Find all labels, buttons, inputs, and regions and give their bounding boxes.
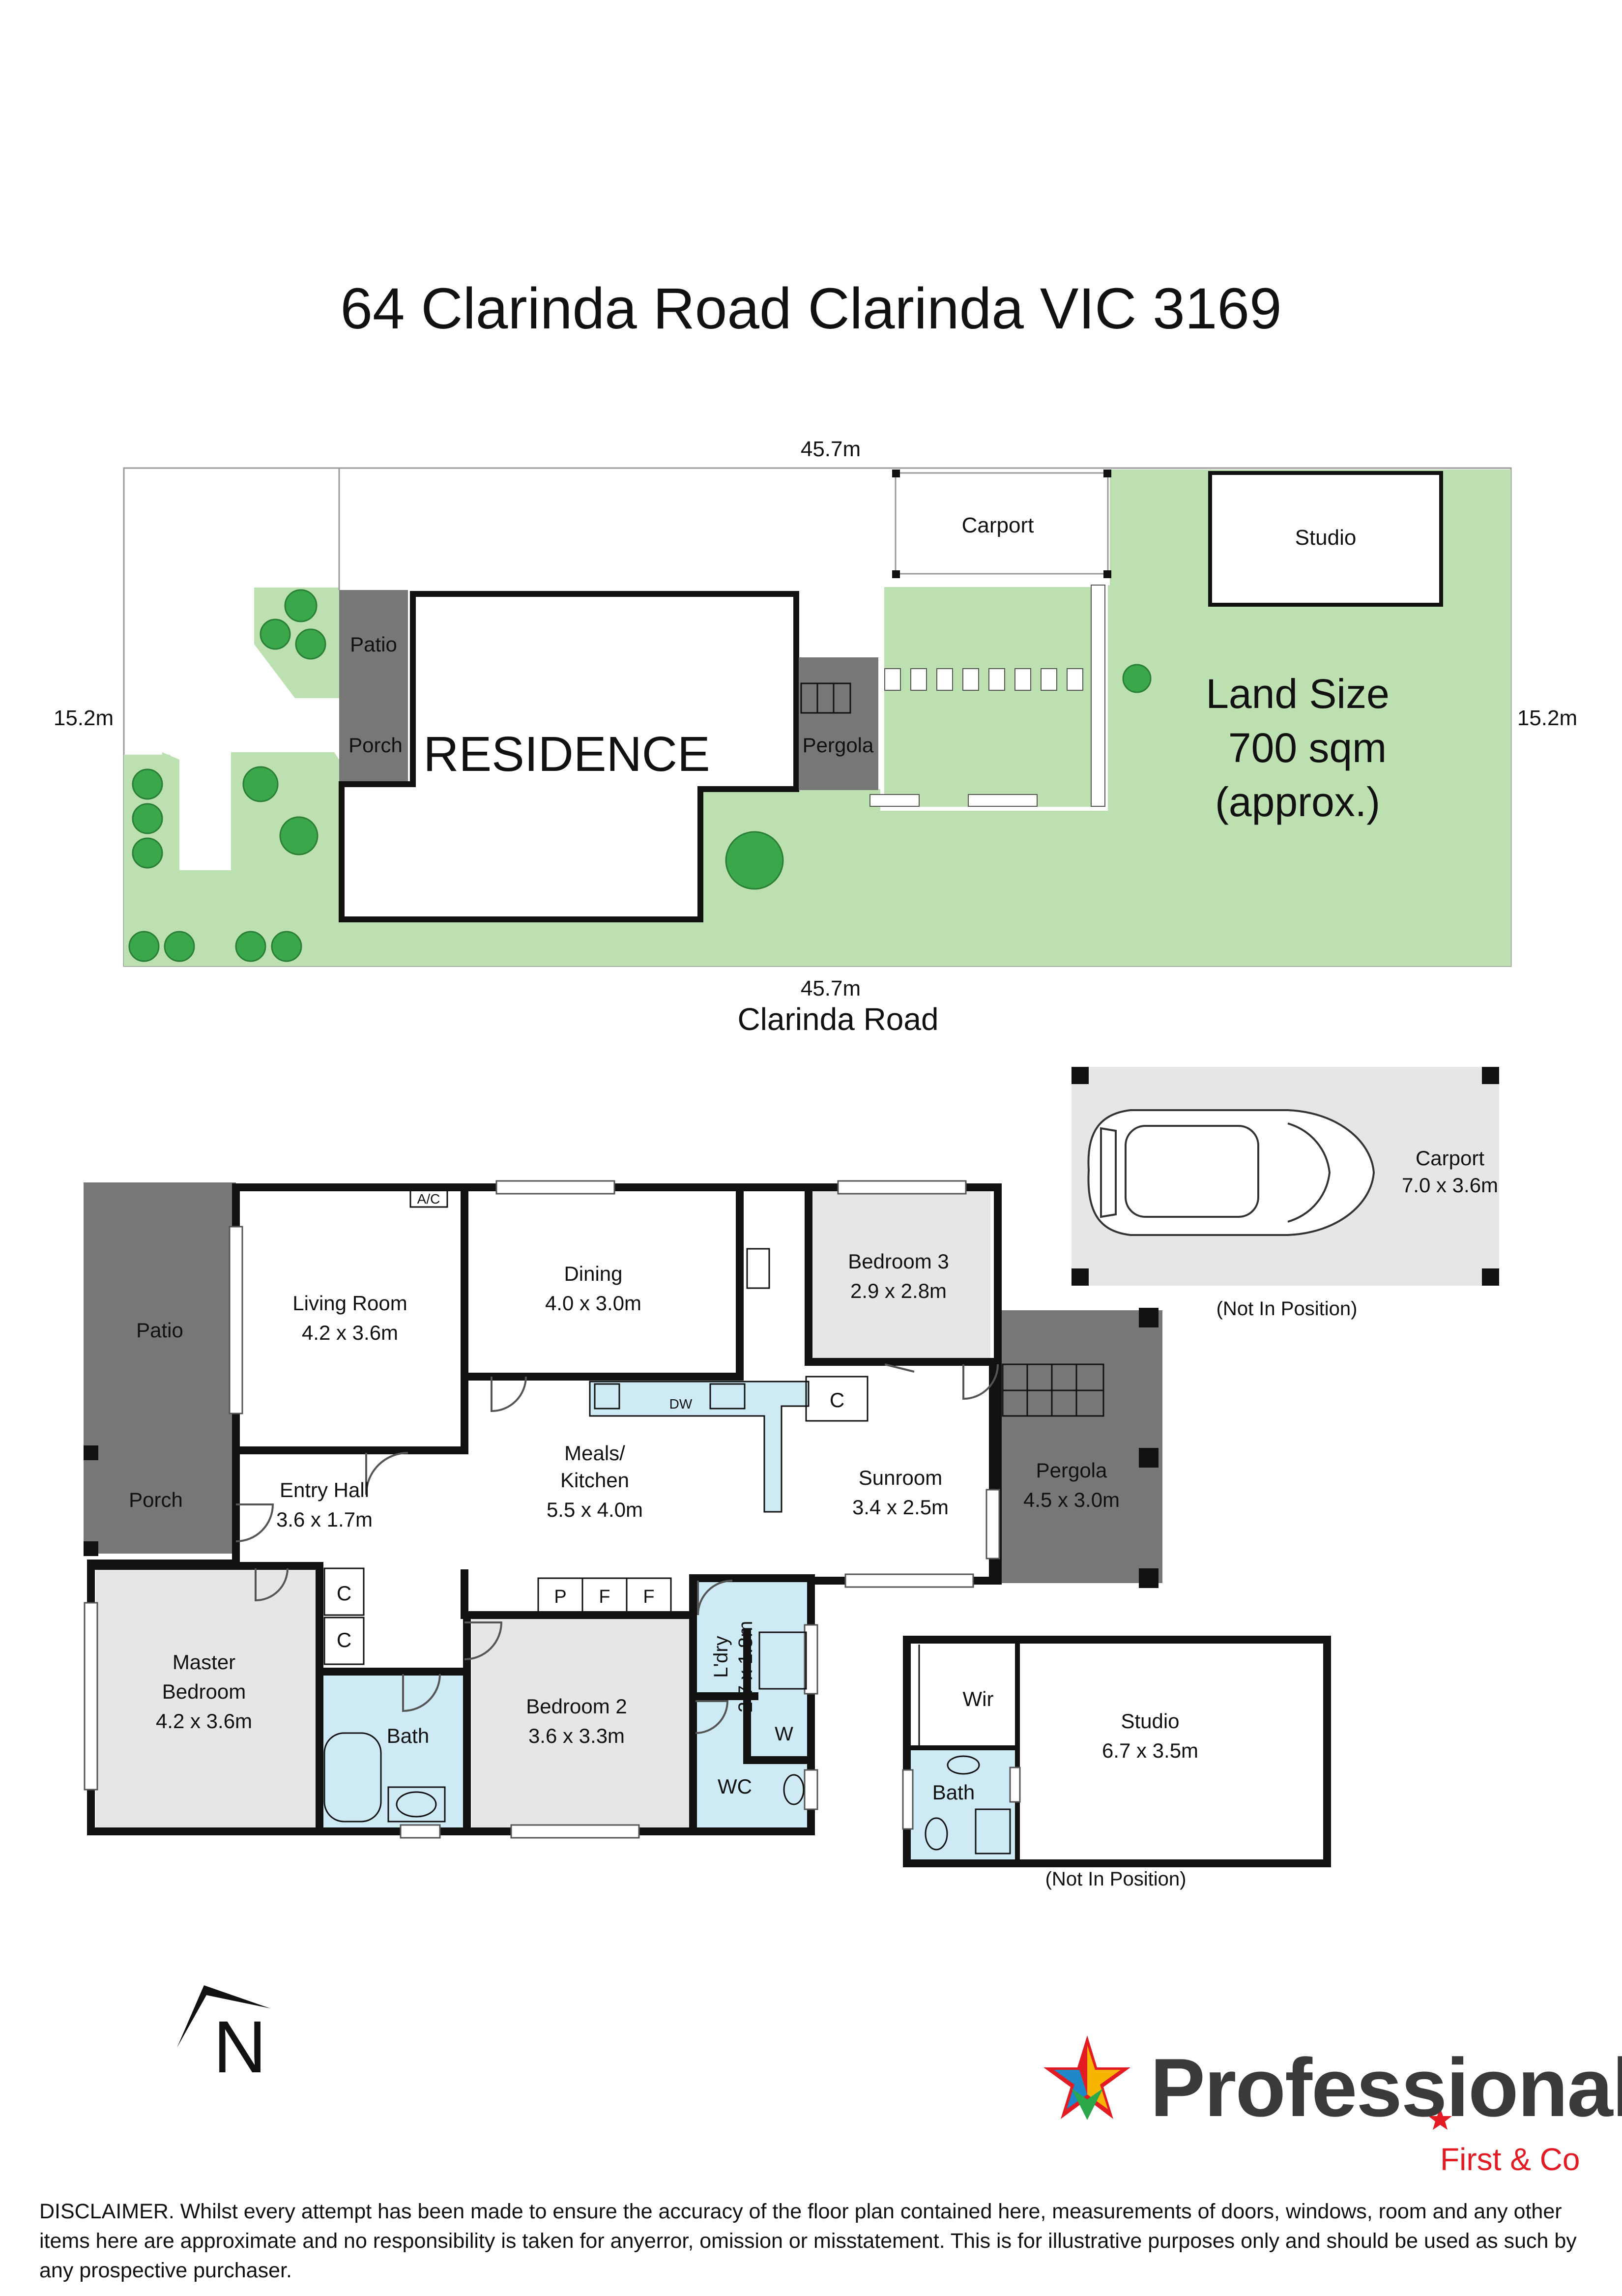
cupboard-label: C: [337, 1582, 351, 1605]
pantry-label: P: [554, 1587, 566, 1607]
kitchen-bench: [589, 1381, 810, 1513]
studio-note: (Not In Position): [1045, 1868, 1187, 1890]
laundry-floor: [695, 1581, 809, 1829]
bath-label: Bath: [387, 1724, 429, 1747]
site-porch-label: Porch: [348, 734, 403, 757]
carport-note: (Not In Position): [1216, 1298, 1358, 1320]
disclaimer-text: DISCLAIMER. Whilst every attempt has bee…: [39, 2200, 1577, 2282]
windows: [84, 1180, 1000, 1839]
site-patio-label: Patio: [350, 633, 397, 656]
laundry-dimensions: 2.7 x 1.8m: [735, 1621, 756, 1713]
porch-label: Porch: [129, 1488, 183, 1511]
kitchen-dimensions: 5.5 x 4.0m: [547, 1498, 643, 1521]
cupboard-label: C: [830, 1388, 844, 1412]
porch-area: [84, 1448, 236, 1554]
entry-hall-dimensions: 3.6 x 1.7m: [276, 1508, 373, 1531]
site-residence-label: RESIDENCE: [423, 727, 710, 782]
site-patio: [339, 590, 408, 728]
studio-name: Studio: [1121, 1709, 1179, 1733]
dining-name: Dining: [564, 1262, 622, 1285]
professionals-logo-icon: [1043, 2035, 1452, 2130]
wc-label: WC: [718, 1775, 752, 1798]
site-right-dimension: 15.2m: [1517, 706, 1577, 730]
pergola-name: Pergola: [1036, 1459, 1107, 1482]
bedroom2-dimensions: 3.6 x 3.3m: [528, 1724, 625, 1747]
car-icon: [1087, 1109, 1375, 1236]
master-bedroom-floor: [96, 1566, 317, 1829]
site-studio-label: Studio: [1295, 526, 1357, 550]
studio-dimensions: 6.7 x 3.5m: [1102, 1739, 1198, 1762]
site-studio: [1208, 471, 1443, 607]
site-bottom-dimension: 45.7m: [801, 976, 861, 1001]
land-size-label: Land Size: [1206, 671, 1390, 717]
carport-dimensions: 7.0 x 3.6m: [1402, 1174, 1498, 1197]
walk-in-robe-label: Wir: [963, 1687, 994, 1710]
site-carport: [895, 472, 1109, 575]
ac-label: A/C: [417, 1191, 440, 1207]
laundry-name: L'dry: [710, 1636, 732, 1678]
site-lawn: [124, 470, 1511, 966]
bedroom2-floor: [472, 1618, 693, 1829]
site-left-dimension: 15.2m: [54, 706, 114, 730]
entry-hall-name: Entry Hall: [280, 1478, 369, 1501]
north-compass: N: [177, 1985, 270, 2088]
street-name: Clarinda Road: [737, 1001, 938, 1037]
brand-subtitle: First & Co: [1440, 2142, 1580, 2177]
kitchen-name-line2: Kitchen: [560, 1469, 629, 1492]
master-bedroom-name-line1: Master: [173, 1650, 235, 1674]
fridge-label: F: [599, 1587, 610, 1607]
master-bedroom-name-line2: Bedroom: [162, 1680, 246, 1703]
living-room-dimensions: 4.2 x 3.6m: [302, 1321, 398, 1344]
compass-north-label: N: [213, 2005, 266, 2088]
site-porch: [339, 728, 408, 782]
site-pergola-label: Pergola: [803, 734, 874, 757]
bedroom3-floor: [809, 1190, 990, 1359]
doors: [235, 1363, 999, 1734]
dining-dimensions: 4.0 x 3.0m: [545, 1292, 641, 1315]
bedroom3-dimensions: 2.9 x 2.8m: [850, 1279, 947, 1302]
site-trees: [128, 589, 1152, 962]
carport-name: Carport: [1416, 1147, 1484, 1170]
living-room-name: Living Room: [292, 1292, 407, 1315]
patio-area: [84, 1182, 236, 1448]
carport-plan: Carport 7.0 x 3.6m (Not In Position): [1072, 1067, 1499, 1320]
patio-label: Patio: [136, 1319, 183, 1342]
wardrobe-label: W: [775, 1723, 793, 1745]
studio-bath-label: Bath: [932, 1781, 975, 1804]
site-carport-label: Carport: [962, 513, 1034, 537]
kitchen-name-line1: Meals/: [564, 1442, 625, 1465]
bedroom2-name: Bedroom 2: [526, 1695, 627, 1718]
bath-floor: [323, 1674, 463, 1829]
fridge-label: F: [643, 1587, 654, 1607]
dishwasher-label: DW: [669, 1396, 693, 1412]
brand-name: Professionals: [1150, 2041, 1622, 2134]
house-floor-plan: Patio Porch Living Room 4.2 x 3.6m A/C D…: [84, 1180, 1162, 1839]
sunroom-name: Sunroom: [859, 1466, 942, 1489]
site-top-dimension: 45.7m: [801, 437, 861, 461]
pergola-dimensions: 4.5 x 3.0m: [1023, 1488, 1120, 1511]
north-arrow-icon: [177, 1985, 270, 2048]
sunroom-dimensions: 3.4 x 2.5m: [852, 1496, 949, 1519]
site-residence: [339, 591, 799, 922]
land-size-value: 700 sqm: [1228, 725, 1387, 771]
site-plan: Carport Studio Patio Porch RESIDENCE Per…: [54, 437, 1577, 1037]
site-pergola: [799, 657, 878, 790]
land-size-approx: (approx.): [1215, 779, 1380, 825]
master-bedroom-dimensions: 4.2 x 3.6m: [156, 1709, 252, 1733]
pergola-area: [995, 1310, 1162, 1583]
page-title: 64 Clarinda Road Clarinda VIC 3169: [340, 276, 1282, 341]
bedroom3-name: Bedroom 3: [848, 1250, 949, 1273]
studio-plan: Wir Bath Studio 6.7 x 3.5m (Not In Posit…: [902, 1636, 1331, 1890]
cupboard-label: C: [337, 1628, 351, 1651]
